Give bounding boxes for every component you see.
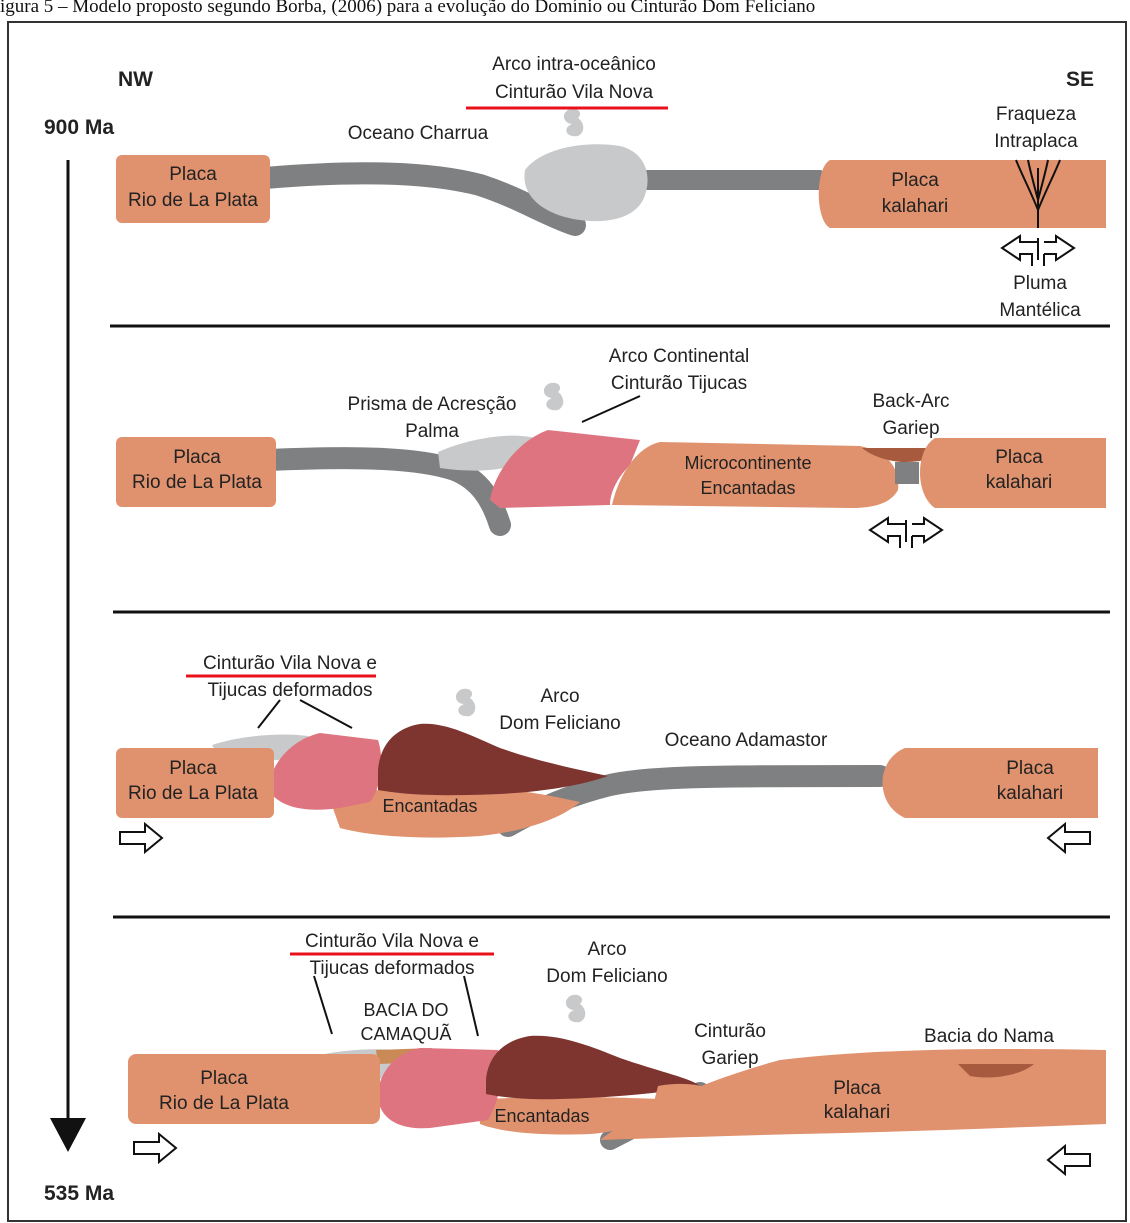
stage-1: Placa Rio de La Plata Placa kalahari Oce… <box>116 54 1106 321</box>
deformed-label-line1: Cinturão Vila Nova e <box>305 931 479 952</box>
plate-rio-de-la-plata <box>116 437 276 507</box>
figure-caption: igura 5 – Modelo proposto segundo Borba,… <box>0 0 816 17</box>
microcontinent-encantadas <box>612 442 899 508</box>
plume-line1: Pluma <box>1013 273 1067 294</box>
plate-right-line1: Placa <box>1006 758 1054 779</box>
volcanic-plume <box>563 108 584 137</box>
volcanic-plume <box>455 688 476 717</box>
plate-left-line1: Placa <box>200 1068 248 1089</box>
plume-arrows <box>1000 234 1076 266</box>
plate-right-line2: kalahari <box>882 196 949 217</box>
encantadas-label: Encantadas <box>494 1106 589 1126</box>
plate-left-line2: Rio de La Plata <box>128 783 258 804</box>
encantadas-label: Encantadas <box>382 796 477 816</box>
ocean-label: Oceano Adamastor <box>665 730 828 751</box>
intraplate-fracture <box>1015 159 1061 228</box>
basin-nama <box>958 1064 1034 1078</box>
deformed-tijucas <box>268 733 382 810</box>
arc-label-line2: Dom Feliciano <box>546 966 667 987</box>
prism-label-line1: Prisma de Acresção <box>348 394 517 415</box>
camaqua-label-line1: BACIA DO <box>363 1000 448 1020</box>
stage-2: Placa Rio de La Plata Placa kalahari Pri… <box>116 346 1106 548</box>
plate-left-line1: Placa <box>169 164 217 185</box>
camaqua-label-line2: CAMAQUÃ <box>360 1023 451 1044</box>
nw-label: NW <box>118 68 153 91</box>
plate-right-line2: kalahari <box>824 1102 891 1123</box>
convergence-arrow-right <box>119 821 164 855</box>
microcontinent-line1: Microcontinente <box>684 453 811 473</box>
convergence-arrow-left <box>1046 821 1091 855</box>
plate-right-line2: kalahari <box>986 472 1053 493</box>
oceanic-slab <box>254 162 586 236</box>
volcanic-plume <box>565 994 586 1023</box>
arc-label-line2: Dom Feliciano <box>499 713 620 734</box>
convergence-arrow-right <box>133 1131 178 1165</box>
nama-label: Bacia do Nama <box>924 1026 1054 1047</box>
plate-kalahari <box>818 160 1106 228</box>
leader-line <box>313 975 333 1035</box>
leader-line <box>463 975 479 1037</box>
backarc-label-line1: Back-Arc <box>872 391 949 412</box>
stage-4: Placa Rio de La Plata Placa kalahari Cin… <box>128 931 1106 1177</box>
leader-line <box>299 699 353 729</box>
arc-label-line1: Arco <box>540 686 579 707</box>
timeline-end-label: 535 Ma <box>44 1182 114 1205</box>
plate-left-line2: Rio de La Plata <box>159 1093 289 1114</box>
plate-kalahari <box>882 748 1098 818</box>
plate-rio-de-la-plata <box>116 748 274 818</box>
backarc-arrows <box>868 516 944 548</box>
volcanic-plume <box>543 382 564 411</box>
arc-label-line2: Cinturão Tijucas <box>611 373 747 394</box>
convergence-arrow-left <box>1046 1143 1091 1177</box>
encantadas-block <box>330 787 580 838</box>
plate-right-line1: Placa <box>833 1078 881 1099</box>
figure-frame <box>7 21 1127 1222</box>
weakness-line1: Fraqueza <box>996 104 1077 125</box>
timeline-arrowhead <box>50 1118 86 1152</box>
plate-right-line1: Placa <box>995 447 1043 468</box>
deformed-tijucas <box>377 1048 502 1129</box>
plate-rio-de-la-plata <box>116 155 270 223</box>
plate-right-line2: kalahari <box>997 783 1064 804</box>
arc-dom-feliciano <box>378 723 608 796</box>
leader-line <box>581 395 641 423</box>
gariep-label-line1: Cinturão <box>694 1021 766 1042</box>
arc-dom-feliciano <box>486 1035 700 1100</box>
stage-3: Placa Rio de La Plata Placa kalahari Cin… <box>116 653 1098 855</box>
plate-left-line1: Placa <box>169 758 217 779</box>
island-arc-vila-nova <box>524 144 648 222</box>
ocean-label: Oceano Charrua <box>348 123 489 144</box>
plate-right-line1: Placa <box>891 170 939 191</box>
timeline-start-label: 900 Ma <box>44 116 114 139</box>
arc-label-line1: Arco <box>587 939 626 960</box>
oceanic-slab <box>642 170 824 190</box>
deformed-label-line2: Tijucas deformados <box>207 680 372 701</box>
arc-label-line1: Arco Continental <box>609 346 749 367</box>
plume-line2: Mantélica <box>999 300 1081 321</box>
arc-label-line1: Arco intra-oceânico <box>492 54 656 75</box>
microcontinent-line2: Encantadas <box>700 478 795 498</box>
prism-label-line2: Palma <box>405 421 459 442</box>
plate-left-line2: Rio de La Plata <box>132 472 262 493</box>
plate-left-line1: Placa <box>173 447 221 468</box>
weakness-line2: Intraplaca <box>994 131 1078 152</box>
plate-left-line2: Rio de La Plata <box>128 190 258 211</box>
plate-kalahari <box>920 438 1106 508</box>
backarc-label-line2: Gariep <box>882 418 939 439</box>
arc-label-line2: Cinturão Vila Nova <box>495 82 654 103</box>
se-label: SE <box>1066 68 1094 91</box>
plate-rio-de-la-plata <box>128 1054 380 1124</box>
deformed-label-line2: Tijucas deformados <box>309 958 474 979</box>
oceanic-slab <box>895 462 919 484</box>
continental-arc-tijucas <box>490 430 640 508</box>
deformed-label-line1: Cinturão Vila Nova e <box>203 653 377 674</box>
gariep-label-line2: Gariep <box>701 1048 758 1069</box>
leader-line <box>257 699 281 729</box>
